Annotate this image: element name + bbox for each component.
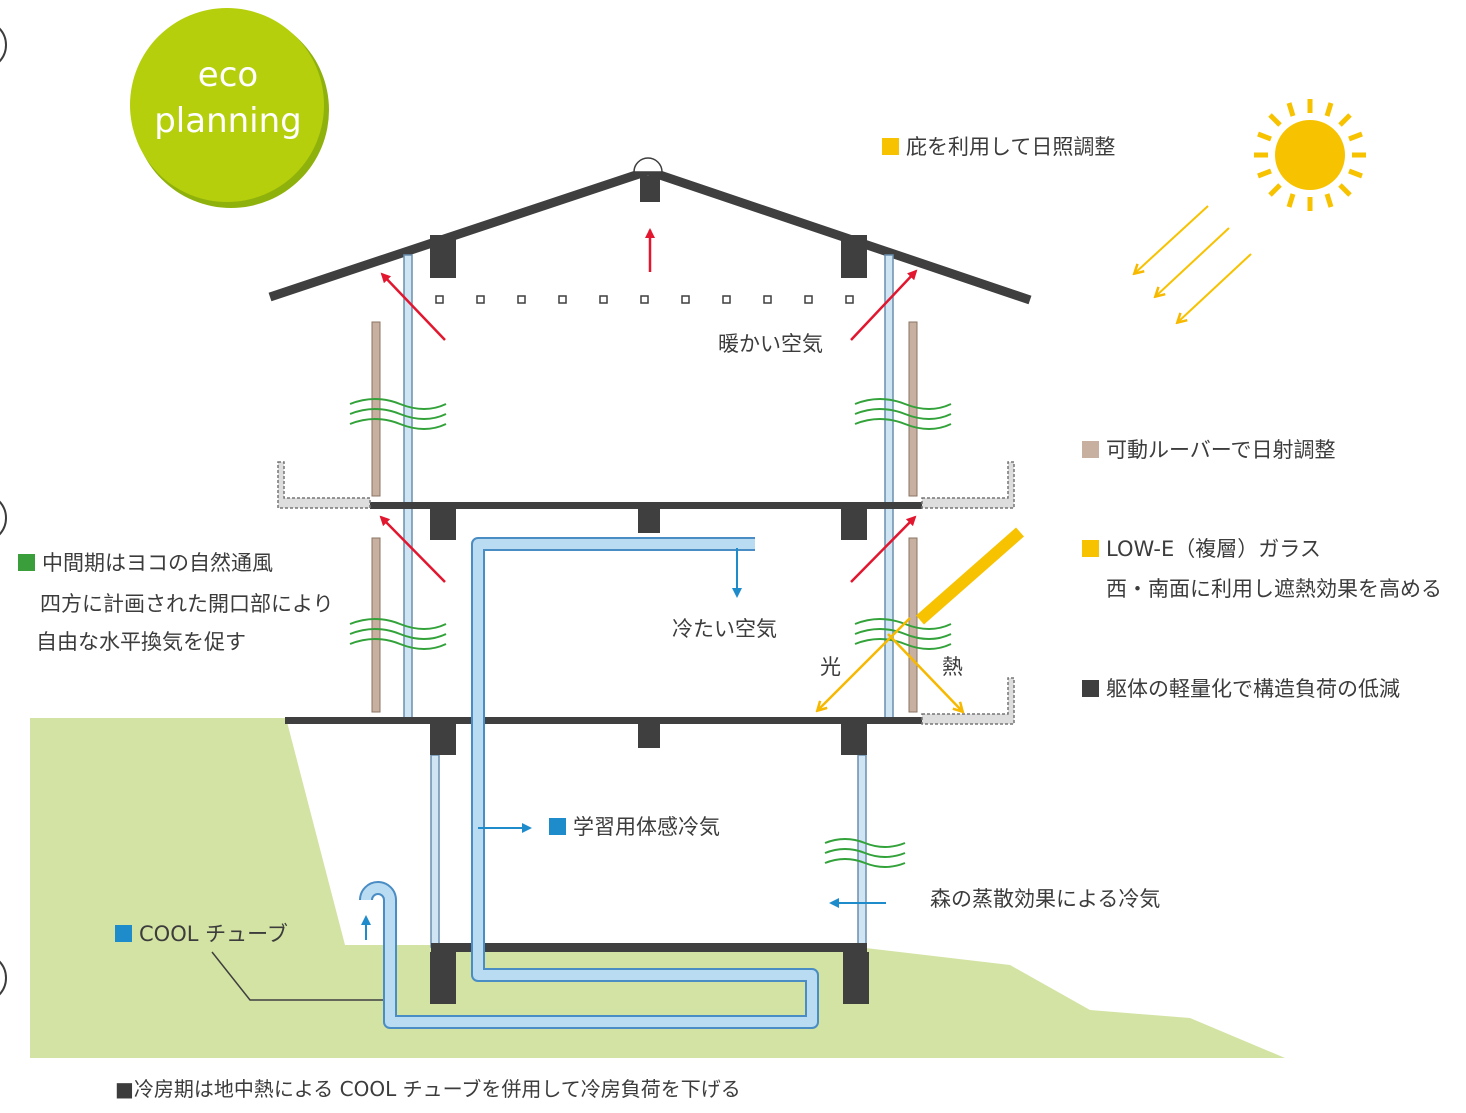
beige-bullet-icon (1082, 441, 1099, 458)
roof (268, 157, 1032, 305)
lowe-label: LOW-E（複層）ガラス (1082, 539, 1321, 560)
eco-badge-label: eco planning (128, 52, 328, 144)
structure-label: 躯体の軽量化で構造負荷の低減 (1082, 679, 1400, 700)
forest-cooling-label: 森の蒸散効果による冷気 (930, 887, 1161, 911)
cool-air-arrows (361, 548, 886, 940)
heat-label: 熱 (942, 655, 963, 679)
cool-air-label: 冷たい空気 (672, 617, 777, 641)
lowe-sub-label: 西・南面に利用し遮熱効果を高める (1106, 577, 1442, 601)
ventilation-sub-label-1: 四方に計画された開口部により (40, 592, 334, 616)
blue-bullet-icon (549, 818, 566, 835)
eaves (277, 461, 1015, 725)
ventilation-label: 中間期はヨコの自然通風 (18, 553, 273, 574)
yellow-bullet-icon (1082, 540, 1099, 557)
ground (30, 718, 1285, 1058)
warm-air-arrows (379, 228, 918, 583)
badge-line2: planning (154, 101, 302, 141)
sun-icon (1254, 99, 1366, 211)
light-label: 光 (820, 655, 841, 679)
cooling-period-caption: ■冷房期は地中熱による COOL チューブを併用して冷房負荷を下げる (115, 1077, 741, 1101)
sunlight-arrows (1135, 205, 1252, 322)
eco-badge (130, 8, 329, 208)
ventilation-sub-label-2: 自由な水平換気を促す (36, 630, 246, 654)
cool-tube-leader (211, 951, 383, 1001)
edge-circle-marks (0, 27, 7, 996)
floor-slabs (285, 502, 922, 1004)
ceiling-vents (435, 295, 854, 304)
dark-bullet-icon (1082, 680, 1099, 697)
cool-tube-label: COOL チューブ (115, 924, 288, 945)
blue-bullet-icon (115, 925, 132, 942)
badge-line1: eco (197, 55, 259, 95)
louver-label: 可動ルーバーで日射調整 (1082, 440, 1336, 461)
yellow-bullet-icon (882, 138, 899, 155)
green-bullet-icon (18, 554, 35, 571)
eaves-label: 庇を利用して日照調整 (882, 137, 1115, 158)
study-cool-air-label: 学習用体感冷気 (549, 817, 720, 838)
warm-air-label: 暖かい空気 (718, 332, 823, 356)
lowe-glass (818, 527, 1024, 711)
cooling-tube (359, 537, 819, 1029)
breeze-waves (349, 398, 952, 868)
